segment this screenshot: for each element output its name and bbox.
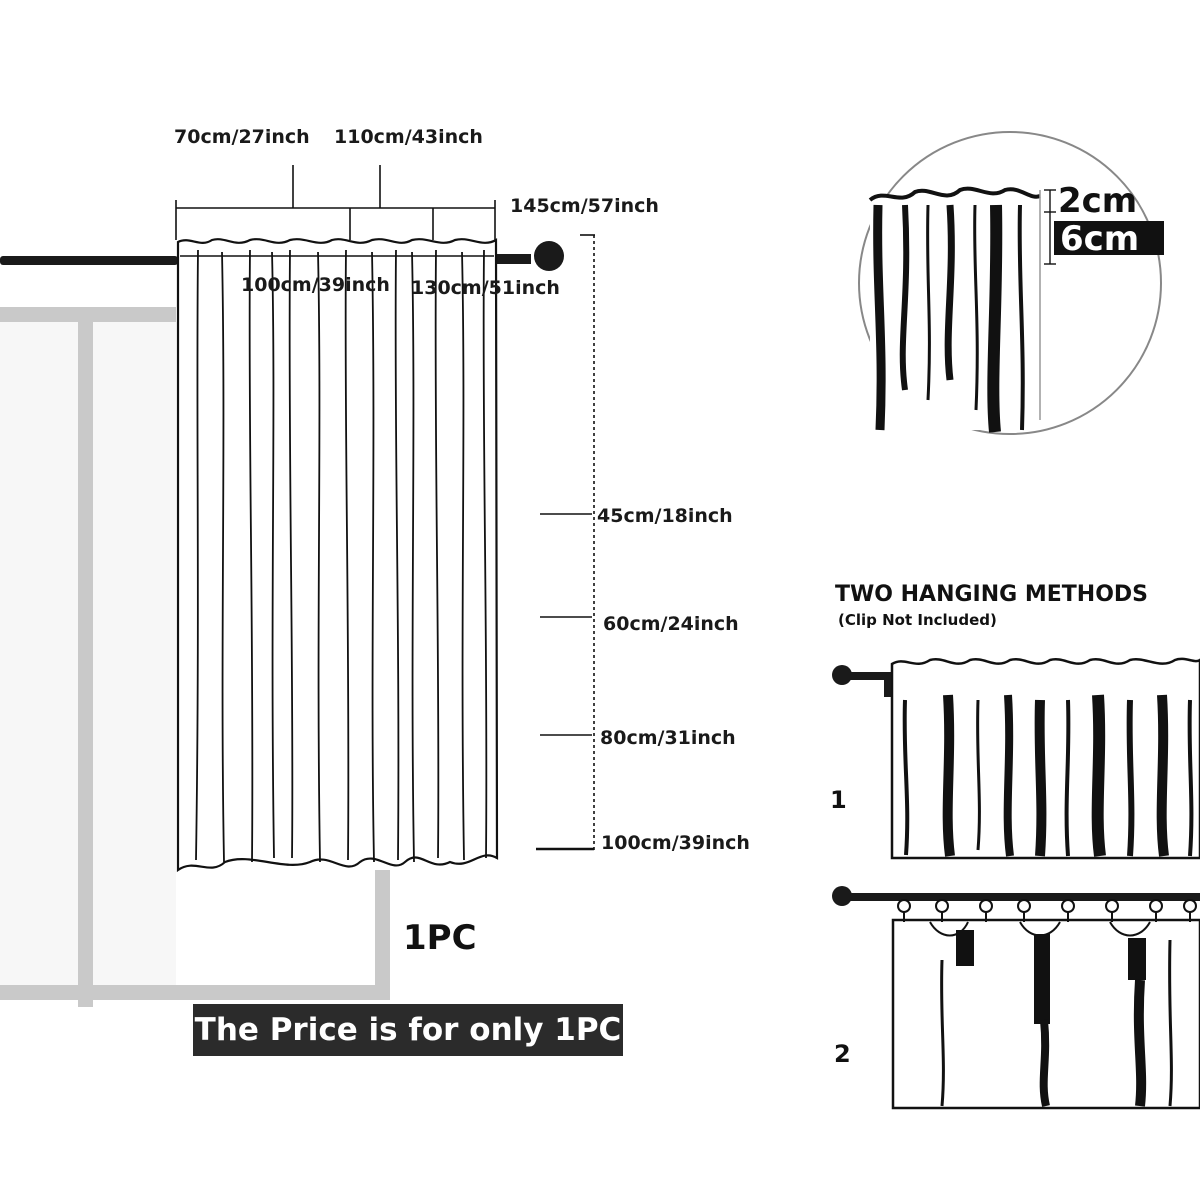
hanging-method-1-illustration: [832, 657, 1200, 860]
length-label-60: 60cm/24inch: [603, 613, 739, 635]
width-dimension-lines: [175, 165, 496, 240]
quantity-label: 1PC: [403, 918, 477, 958]
window-frame: [0, 307, 390, 1007]
method-1-number: 1: [830, 786, 847, 814]
length-label-100: 100cm/39inch: [601, 832, 750, 854]
rod-pocket-detail: [858, 131, 1164, 435]
length-dimension-lines: [536, 234, 595, 851]
hanging-methods-subtitle: (Clip Not Included): [838, 611, 997, 629]
heading-size-label: 2cm: [1058, 181, 1138, 221]
width-label-145: 145cm/57inch: [510, 195, 659, 217]
price-note-banner: The Price is for only 1PC: [193, 1004, 623, 1056]
hanging-methods-title: TWO HANGING METHODS: [835, 582, 1149, 607]
curtain-panel: [176, 238, 499, 873]
length-label-45: 45cm/18inch: [597, 505, 733, 527]
method-2-number: 2: [834, 1040, 851, 1068]
width-label-110: 110cm/43inch: [334, 126, 483, 148]
width-label-100: 100cm/39inch: [241, 274, 390, 296]
curtain-rod: [0, 241, 564, 271]
hanging-method-2-illustration: [832, 886, 1200, 1110]
rod-pocket-size-label: 6cm: [1060, 219, 1140, 259]
width-label-130: 130cm/51inch: [411, 277, 560, 299]
length-label-80: 80cm/31inch: [600, 727, 736, 749]
width-label-70: 70cm/27inch: [174, 126, 310, 148]
